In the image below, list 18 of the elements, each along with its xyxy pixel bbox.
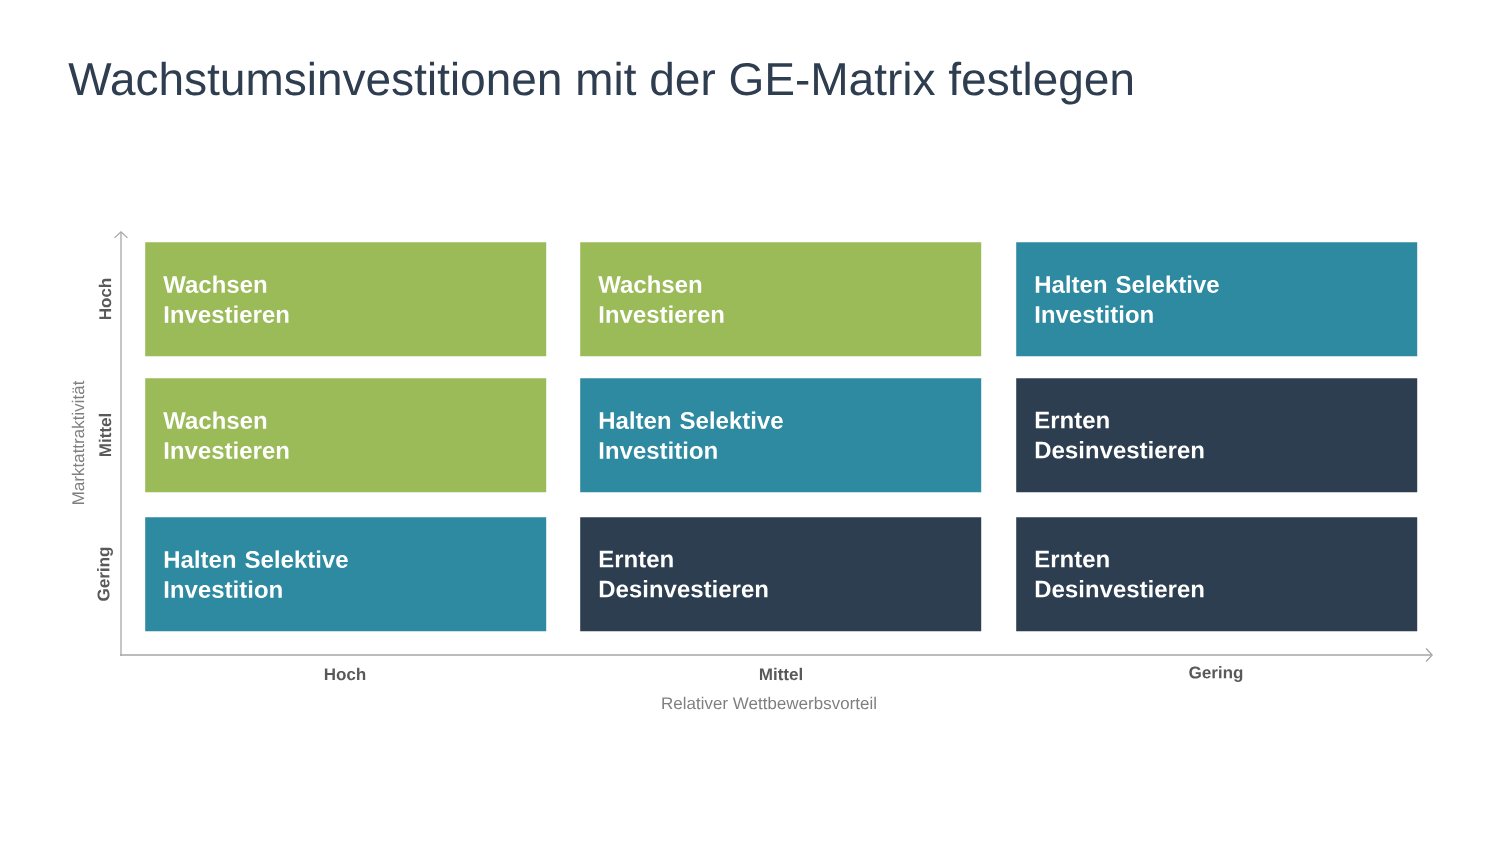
strategy-box: Wachsen Investieren xyxy=(145,378,547,493)
strategy-box: Wachsen Investieren xyxy=(145,242,547,357)
strategy-box: Wachsen Investieren xyxy=(580,242,982,357)
axis-title: Marktattraktivität xyxy=(71,380,85,504)
axis-label: Mittel xyxy=(98,414,112,457)
axis-title: Relativer Wettbewerbsvorteil xyxy=(662,696,876,710)
strategy-box: Halten Selektive Investition xyxy=(580,378,982,493)
axis-label: Hoch xyxy=(324,667,366,681)
axis-label: Gering xyxy=(97,547,113,601)
axis-label: Gering xyxy=(1189,666,1243,682)
strategy-box: Ernten Desinvestieren xyxy=(1016,378,1418,493)
strategy-box: Halten Selektive Investition xyxy=(1016,242,1418,357)
axis-label: Hoch xyxy=(98,278,112,320)
title: Wachstumsinvestitionen mit der GE-Matrix festlegen xyxy=(68,61,1132,105)
axis-label: Mittel xyxy=(759,667,802,681)
strategy-box: Ernten Desinvestieren xyxy=(1016,517,1418,632)
strategy-box: Halten Selektive Investition xyxy=(145,517,547,632)
strategy-box: Ernten Desinvestieren xyxy=(580,517,982,632)
